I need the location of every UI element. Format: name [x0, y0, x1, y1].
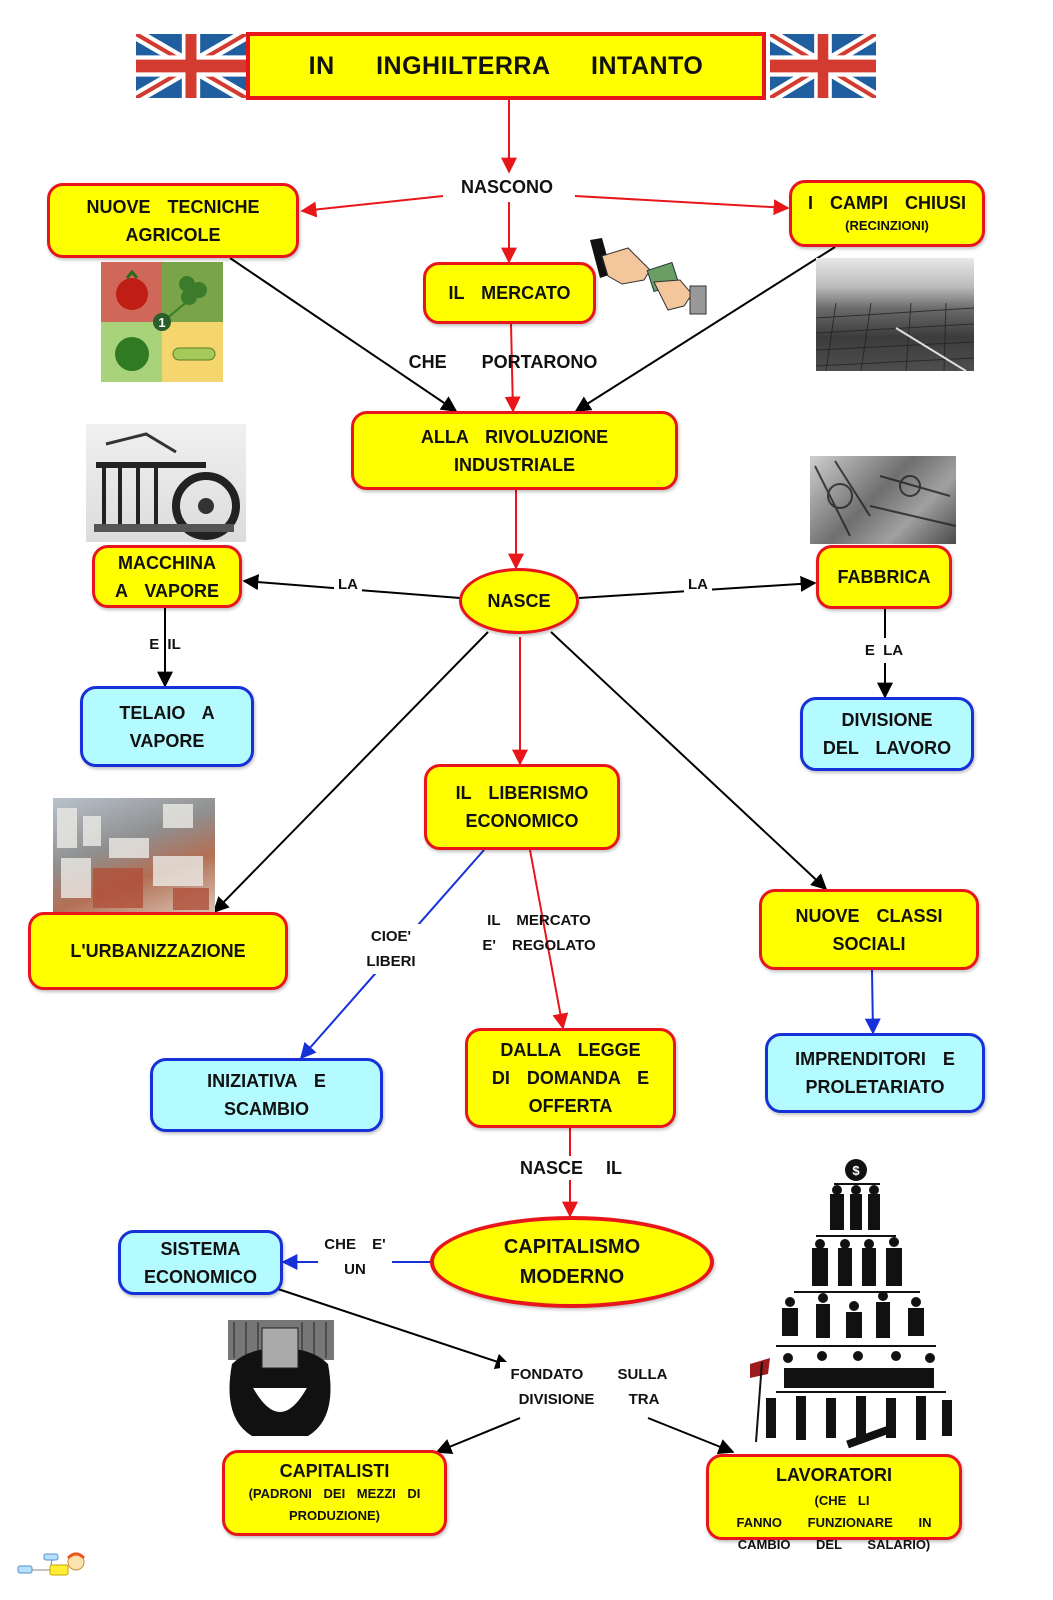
node-label: ALLA RIVOLUZIONE INDUSTRIALE — [420, 426, 609, 475]
link-nasce-urbanizzazione — [212, 631, 489, 914]
link-nasce-classi — [550, 631, 828, 891]
node-label: CAPITALISMO MODERNO — [503, 1236, 641, 1288]
node-nasce[interactable]: NASCE — [459, 568, 579, 634]
link-label-la-right: LA — [684, 572, 712, 597]
node-label: DIVISIONE DEL LAVORO — [822, 710, 952, 758]
link-label-nascono: NASCONO — [446, 175, 568, 199]
node-label: FABBRICA — [837, 567, 931, 587]
node-label: L'URBANIZZAZIONE — [70, 941, 246, 961]
steam-engine-drawing — [94, 432, 240, 540]
node-label: NASCE — [487, 591, 551, 611]
link-nascono-campi — [574, 195, 790, 216]
link-classi-imprenditori — [864, 969, 881, 1035]
link-liberismo-legge — [529, 849, 569, 1030]
link-mercato-rivoluzione — [504, 323, 521, 413]
link-label-nasce-il: NASCE IL — [513, 1156, 629, 1180]
node-urbanizzazione[interactable]: L'URBANIZZAZIONE — [28, 912, 288, 990]
city-aerial-photo — [53, 798, 215, 913]
social-class-pyramid-icon: $ — [750, 1159, 952, 1449]
handshake-money-icon — [590, 238, 707, 315]
link-fondato-lavoratori — [647, 1417, 735, 1455]
node-lavoratori[interactable]: LAVORATORI (CHE LI FANNO FUNZIONARE IN C… — [706, 1454, 962, 1552]
factory-drawing — [814, 460, 956, 537]
link-label-mercato-regolato: IL MERCATO E' REGOLATO — [482, 912, 596, 954]
node-label: LAVORATORI — [776, 1464, 892, 1485]
node-sistema-economico[interactable]: SISTEMA ECONOMICO — [118, 1230, 283, 1295]
link-label-fondato-divisione: FONDATO SULLA DIVISIONE TRA — [500, 1362, 678, 1412]
node-sublabel: (RECINZIONI) — [845, 217, 929, 233]
dollar-sign: $ — [852, 1163, 860, 1178]
node-iniziativa-e-scambio[interactable]: INIZIATIVA E SCAMBIO — [150, 1058, 383, 1132]
node-label: CAPITALISTI — [279, 1461, 390, 1481]
city-drawing — [57, 804, 209, 910]
link-label-la-left: LA — [334, 572, 362, 597]
vegetables-grid-icon: 1 — [101, 262, 223, 382]
node-nuove-tecniche-agricole[interactable]: NUOVE TECNICHE AGRICOLE — [47, 183, 299, 258]
link-label-che-e-un: CHE E' UN — [318, 1232, 392, 1282]
node-capitalisti[interactable]: CAPITALISTI (PADRONI DEI MEZZI DI PRODUZ… — [222, 1450, 447, 1536]
factory-interior-photo — [810, 456, 956, 544]
node-label: TELAIO A VAPORE — [119, 702, 215, 751]
link-tecniche-rivoluzione — [229, 257, 458, 412]
link-label-e-la: E LA — [856, 638, 912, 663]
enclosed-fields-photo — [816, 258, 974, 371]
capitalist-caricature-icon — [228, 1320, 334, 1436]
title-text: IN INGHILTERRA INTANTO — [308, 52, 704, 80]
node-nuove-classi-sociali[interactable]: NUOVE CLASSI SOCIALI — [759, 889, 979, 970]
node-label-row: LAVORATORI (CHE LI — [776, 1439, 892, 1512]
node-divisione-del-lavoro[interactable]: DIVISIONE DEL LAVORO — [800, 697, 974, 771]
node-telaio-a-vapore[interactable]: TELAIO A VAPORE — [80, 686, 254, 767]
union-jack-flag-left-icon — [136, 34, 246, 98]
fields-pattern — [816, 302, 974, 371]
title-box: IN INGHILTERRA INTANTO — [246, 32, 766, 100]
node-label: NUOVE TECNICHE AGRICOLE — [86, 196, 260, 245]
link-sistema-fondato — [274, 1287, 512, 1370]
node-label: INIZIATIVA E SCAMBIO — [207, 1071, 326, 1119]
node-sublabel-start: (CHE LI — [814, 1492, 870, 1508]
node-il-mercato[interactable]: IL MERCATO — [423, 262, 596, 324]
mind-map-mascot-logo-icon — [17, 1552, 86, 1576]
node-macchina-a-vapore[interactable]: MACCHINA A VAPORE — [92, 545, 242, 608]
node-label: I CAMPI CHIUSI — [807, 192, 966, 213]
node-sublabel: (PADRONI DEI MEZZI DI PRODUZIONE) — [248, 1486, 421, 1523]
node-liberismo-economico[interactable]: IL LIBERISMO ECONOMICO — [424, 764, 620, 850]
node-rivoluzione-industriale[interactable]: ALLA RIVOLUZIONE INDUSTRIALE — [351, 411, 678, 490]
link-nascono-tecniche — [300, 195, 444, 218]
node-label: DALLA LEGGE DI DOMANDA E OFFERTA — [491, 1040, 650, 1116]
node-label: NUOVE CLASSI SOCIALI — [795, 905, 943, 954]
node-label: MACCHINA A VAPORE — [114, 552, 219, 601]
node-sublabel: FANNO FUNZIONARE IN CAMBIO DEL SALARIO) — [736, 1514, 932, 1552]
link-label-cioe-liberi: CIOE' LIBERI — [358, 924, 424, 974]
node-label: IL MERCATO — [448, 283, 571, 303]
link-label-e-il: E IL — [149, 636, 181, 653]
link-label-che-portarono: CHE PORTARONO — [408, 352, 598, 372]
link-fondato-capitalisti — [435, 1417, 521, 1454]
node-fabbrica[interactable]: FABBRICA — [816, 545, 952, 609]
node-legge-domanda-offerta[interactable]: DALLA LEGGE DI DOMANDA E OFFERTA — [465, 1028, 676, 1128]
steam-engine-photo — [86, 424, 246, 542]
union-jack-flag-right-icon — [770, 34, 876, 98]
badge-number: 1 — [158, 315, 165, 330]
node-campi-chiusi[interactable]: I CAMPI CHIUSI (RECINZIONI) — [789, 180, 985, 247]
node-label: IMPRENDITORI E PROLETARIATO — [795, 1049, 955, 1097]
node-label: IL LIBERISMO ECONOMICO — [455, 783, 589, 831]
node-label: SISTEMA ECONOMICO — [143, 1238, 257, 1287]
link-campi-rivoluzione — [574, 246, 836, 412]
node-capitalismo-moderno[interactable]: CAPITALISMO MODERNO — [430, 1216, 714, 1308]
node-imprenditori-proletariato[interactable]: IMPRENDITORI E PROLETARIATO — [765, 1033, 985, 1113]
